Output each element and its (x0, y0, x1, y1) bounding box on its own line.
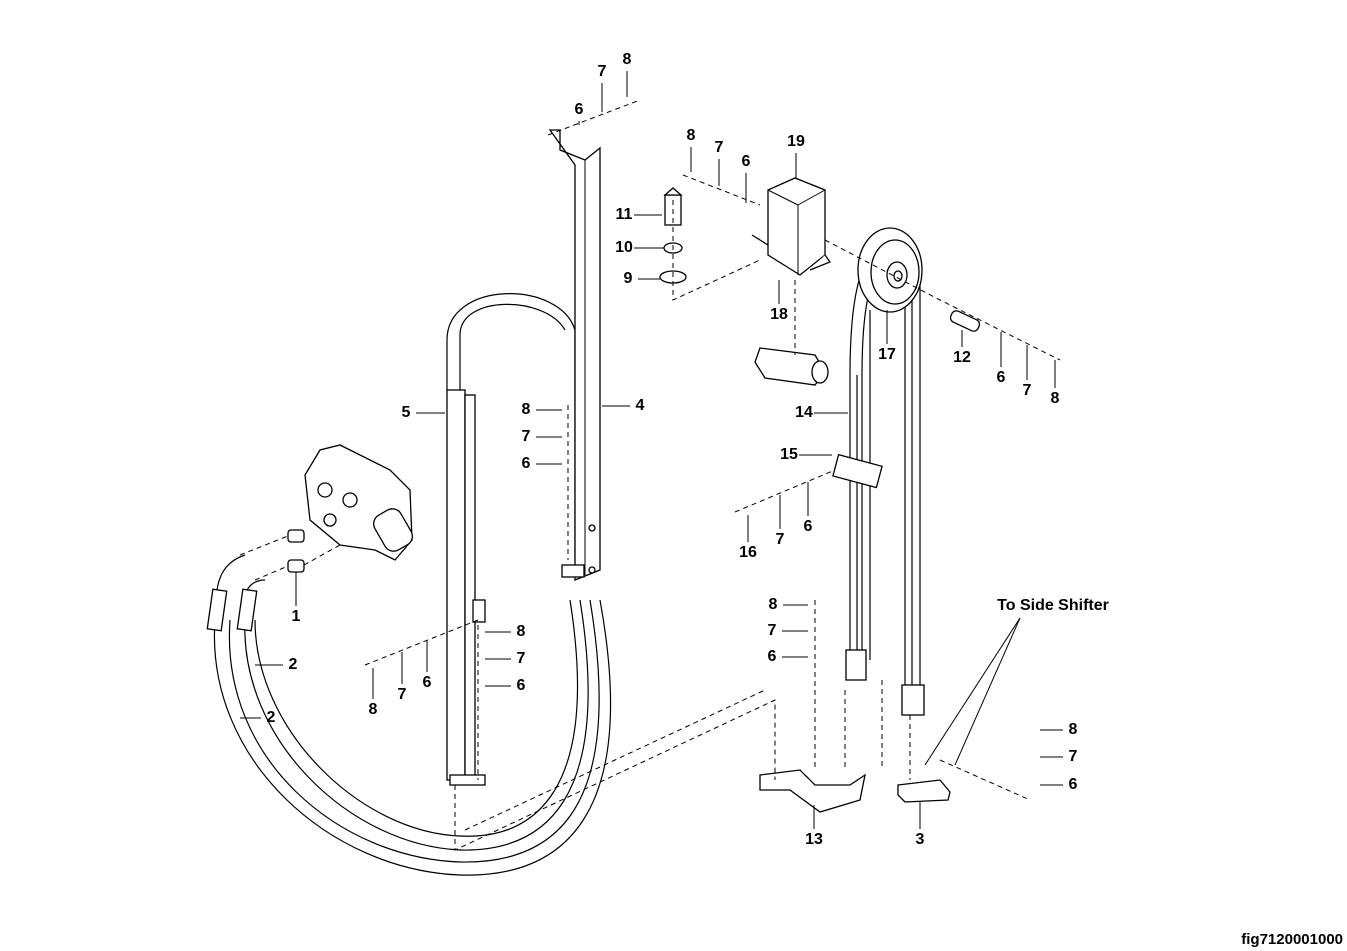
callout-label: 4 (636, 397, 645, 414)
leader-lines (240, 71, 1063, 829)
callout-label: 9 (624, 270, 633, 287)
callout-label: 7 (398, 686, 407, 703)
callout-label: 18 (770, 306, 788, 323)
control-valve (304, 444, 413, 561)
callout-label: 6 (1069, 776, 1078, 793)
figure-id: fig7120001000 (1241, 931, 1343, 948)
callout-label: 8 (769, 596, 778, 613)
callout-label: 6 (575, 101, 584, 118)
callout-label: 6 (522, 455, 531, 472)
callout-label: 7 (715, 139, 724, 156)
callout-label: 8 (1051, 390, 1060, 407)
callout-label: 6 (768, 648, 777, 665)
hose-assembly-2 (206, 554, 612, 876)
callout-label: 11 (616, 206, 633, 223)
callout-label: 13 (805, 831, 823, 848)
pulley-17 (857, 227, 923, 313)
callout-label: 15 (780, 446, 798, 463)
callout-label: 8 (623, 51, 632, 68)
callout-label: 7 (517, 650, 526, 667)
callout-label: 6 (423, 674, 432, 691)
bracket-19 (751, 177, 832, 276)
callout-label: 14 (795, 404, 813, 421)
callout-label: 10 (615, 239, 633, 256)
bracket-4 (548, 129, 601, 581)
callout-label: 7 (768, 622, 777, 639)
callout-label: 8 (522, 401, 531, 418)
callout-label: 7 (1069, 748, 1078, 765)
dashed-leaders (364, 99, 1061, 851)
callout-label: 6 (517, 677, 526, 694)
callout-label: 8 (517, 623, 526, 640)
callout-label: 7 (598, 63, 607, 80)
callout-label: 1 (292, 608, 301, 625)
callout-label: 17 (878, 346, 896, 363)
callout-label: 7 (522, 428, 531, 445)
hose-assembly-5 (446, 293, 576, 786)
callout-label: 12 (953, 349, 971, 366)
callout-label: 16 (739, 544, 757, 561)
callout-label: 2 (267, 709, 276, 726)
leader-line (924, 617, 1021, 766)
note-to-side-shifter: To Side Shifter (997, 597, 1109, 614)
callout-label: 3 (916, 831, 925, 848)
sheave-mount (754, 347, 829, 386)
callout-label: 6 (742, 153, 751, 170)
callout-label: 5 (402, 404, 411, 421)
callout-label: 6 (804, 518, 813, 535)
callout-label: 7 (1023, 382, 1032, 399)
callout-label: 7 (776, 531, 785, 548)
hardware (659, 187, 981, 813)
callout-label: 8 (369, 701, 378, 718)
fittings-1 (239, 529, 341, 581)
callout-label: 2 (289, 656, 298, 673)
callout-label: 6 (997, 369, 1006, 386)
callout-label: 8 (687, 127, 696, 144)
callout-label: 19 (787, 133, 805, 150)
callout-label: 8 (1069, 721, 1078, 738)
leader-line (954, 617, 1021, 766)
